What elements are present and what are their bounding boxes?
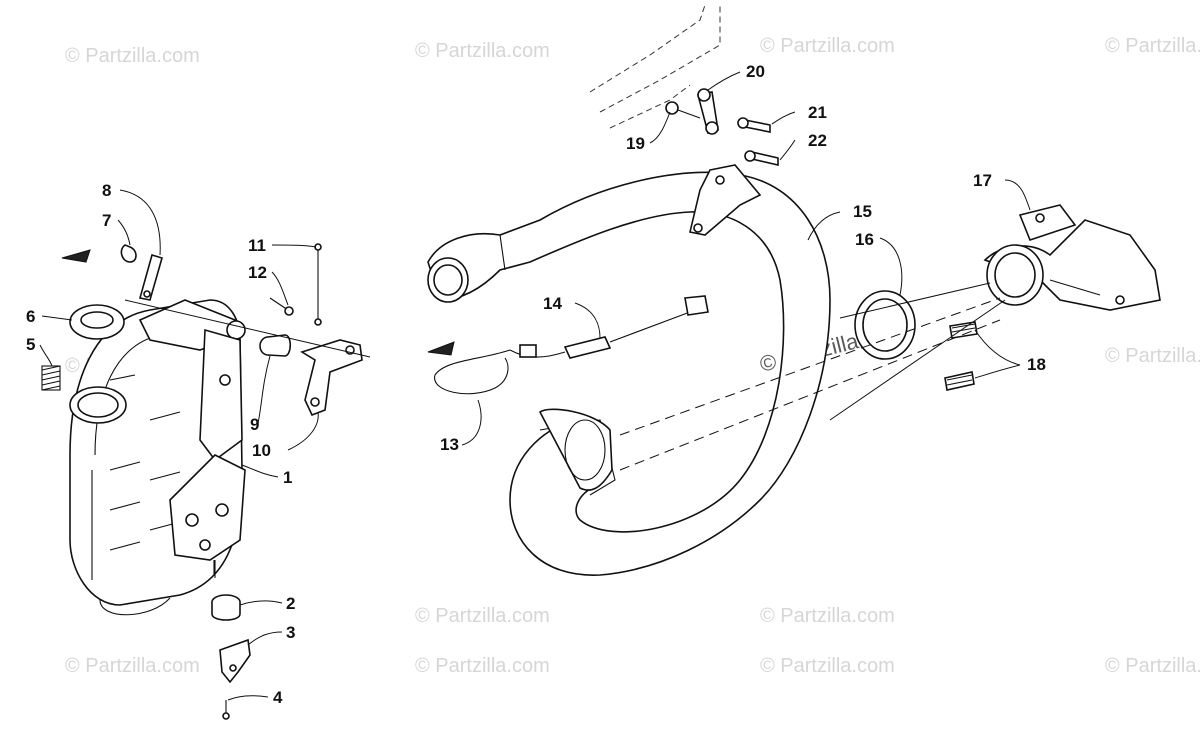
- callout-22: 22: [808, 131, 827, 150]
- callout-16: 16: [855, 230, 874, 249]
- watermark: © Partzilla.com: [65, 655, 200, 677]
- callout-labels: 1 2 3 4 5 6 7 8 9 10 11 12 13 14 15 16 1…: [26, 62, 1046, 707]
- callout-13: 13: [440, 435, 459, 454]
- screw-12: [269, 297, 294, 316]
- assembly-dashed-lines: [619, 282, 1006, 471]
- link-20: [697, 88, 719, 135]
- callout-5: 5: [26, 335, 35, 354]
- callout-8: 8: [102, 181, 111, 200]
- callout-3: 3: [286, 623, 295, 642]
- bolt-4: [222, 700, 230, 720]
- nut-19: [665, 101, 701, 119]
- callout-6: 6: [26, 307, 35, 326]
- springs-18: [944, 321, 978, 391]
- rod-11: [314, 243, 322, 326]
- clip-7: [120, 244, 137, 263]
- exhaust-manifold-17: [983, 204, 1161, 311]
- muffler: [69, 299, 246, 616]
- bracket-10: [300, 339, 363, 417]
- watermark: © Partzilla.com: [760, 655, 895, 677]
- callout-20: 20: [746, 62, 765, 81]
- watermark: © Partzilla.com: [1105, 35, 1200, 57]
- callout-15: 15: [853, 202, 872, 221]
- callout-1: 1: [283, 468, 292, 487]
- watermark: © Partzilla.com: [65, 45, 200, 67]
- callout-12: 12: [248, 263, 267, 282]
- sensor-wire-13: [434, 349, 511, 395]
- watermark: © Partzilla.com: [760, 35, 895, 57]
- watermark: © Partzilla.com: [415, 605, 550, 627]
- direction-arrow-icon: [427, 341, 455, 356]
- callout-19: 19: [626, 134, 645, 153]
- watermark: © Partzilla.com: [760, 605, 895, 627]
- callout-4: 4: [273, 688, 283, 707]
- pipe-hanger-bracket: [689, 164, 762, 236]
- gasket-16: [854, 290, 916, 360]
- strap-8: [138, 253, 163, 301]
- bushing-9: [259, 334, 292, 357]
- spring-5: [41, 365, 61, 391]
- temperature-sensor-14: [509, 295, 709, 359]
- grommet-6: [69, 304, 125, 340]
- watermark: © Partzilla.com: [1105, 345, 1200, 367]
- mount-grommet-2: [211, 560, 241, 621]
- watermark: © Partzilla.com: [1105, 655, 1200, 677]
- callout-9: 9: [250, 415, 259, 434]
- callout-2: 2: [286, 594, 295, 613]
- callout-21: 21: [808, 103, 827, 122]
- direction-arrow-icon: [61, 249, 91, 263]
- watermark: © Partzilla.com: [415, 40, 550, 62]
- alignment-line: [124, 299, 371, 358]
- callout-17: 17: [973, 171, 992, 190]
- callout-18: 18: [1027, 355, 1046, 374]
- callout-7: 7: [102, 211, 111, 230]
- callout-leaders: [39, 71, 1031, 701]
- callout-11: 11: [248, 236, 266, 255]
- bolt-22: [744, 150, 779, 167]
- chassis-frame-reference: [589, 4, 721, 129]
- callout-14: 14: [543, 294, 562, 313]
- watermark: © Partzilla.com: [415, 655, 550, 677]
- bolt-21: [737, 117, 771, 133]
- exhaust-pipe-15: [427, 171, 831, 576]
- callout-10: 10: [252, 441, 271, 460]
- mount-bracket-3: [219, 638, 251, 684]
